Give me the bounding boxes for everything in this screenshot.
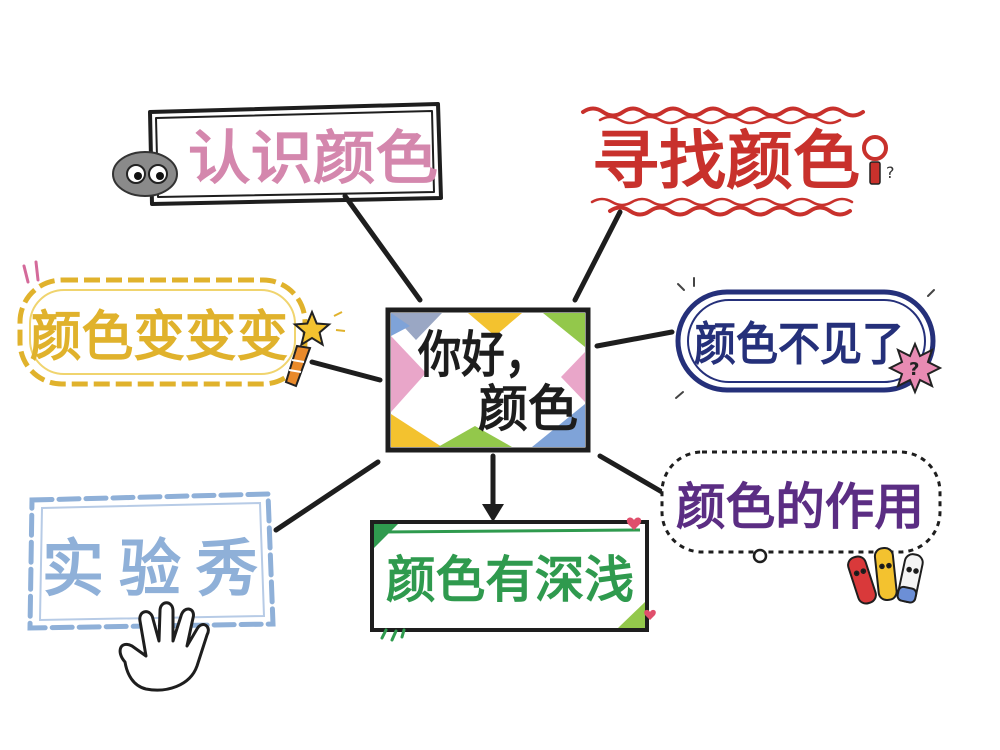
branch-change-label: 颜色变变变 bbox=[30, 305, 288, 368]
branch-change-cloud-inner bbox=[29, 289, 296, 375]
center-node: 你好， 颜色 bbox=[385, 307, 591, 453]
branch-disappear-oval-inner bbox=[687, 299, 926, 383]
wave-top-inner bbox=[598, 115, 842, 125]
wave-top-outer bbox=[581, 106, 865, 118]
arrow-head-shade bbox=[482, 504, 504, 522]
exclaim-marks bbox=[22, 260, 40, 284]
magnifier-question-mark: ? bbox=[886, 163, 895, 182]
connector-use bbox=[597, 453, 665, 495]
connector-recognize bbox=[342, 193, 423, 303]
branch-change: 颜色变变变 bbox=[17, 260, 346, 388]
center-triangle-green-bottom bbox=[438, 426, 512, 447]
branch-experiment-frame bbox=[27, 491, 276, 631]
center-triangle-green-top bbox=[543, 313, 585, 347]
branch-shade-corner-bottom-right bbox=[618, 602, 645, 628]
connector-experiment bbox=[273, 459, 381, 533]
branch-use-label: 颜色的作用 bbox=[676, 478, 924, 536]
magic-wand-icon bbox=[284, 309, 346, 388]
connector-disappear bbox=[594, 329, 675, 349]
center-triangle-blue-bottom bbox=[532, 404, 585, 447]
center-triangle-yellow-bottom bbox=[391, 414, 442, 447]
hand-icon bbox=[118, 601, 210, 692]
grass-marks bbox=[380, 628, 406, 642]
connector-find bbox=[572, 209, 623, 303]
branch-recognize-label: 认识颜色 bbox=[188, 124, 438, 192]
heart-icon bbox=[626, 517, 656, 620]
center-title-line1: 你好， bbox=[417, 326, 548, 384]
burst-question-mark: ? bbox=[909, 359, 919, 380]
branch-use-bubble bbox=[660, 450, 942, 554]
branch-recognize: 认识颜色 bbox=[112, 102, 443, 206]
branch-experiment-label: 实验秀 bbox=[42, 532, 258, 605]
branch-disappear-label: 颜色不见了 bbox=[694, 317, 904, 371]
eyes-icon bbox=[112, 151, 178, 197]
wave-bottom-inner bbox=[590, 197, 854, 207]
center-triangle-pink-left bbox=[391, 336, 426, 412]
branch-shade-box bbox=[370, 520, 649, 632]
connector-change bbox=[309, 359, 383, 383]
sparkles bbox=[675, 277, 935, 399]
branch-experiment-frame-inner bbox=[38, 501, 266, 622]
branch-find-waves bbox=[581, 106, 865, 217]
branch-use: 颜色的作用 bbox=[660, 450, 942, 605]
branch-shade-corner-top-left bbox=[374, 524, 398, 548]
center-box bbox=[385, 307, 591, 453]
connectors bbox=[273, 193, 675, 533]
center-triangle-pink-right bbox=[561, 352, 585, 402]
center-title-line2: 颜色 bbox=[478, 380, 578, 438]
branch-shade-label: 颜色有深浅 bbox=[386, 551, 634, 609]
branch-shade: 颜色有深浅 bbox=[370, 517, 656, 642]
magnifier-icon bbox=[862, 135, 888, 185]
branch-disappear: 颜色不见了 ? bbox=[675, 277, 943, 399]
center-triangle-blue-corner bbox=[391, 313, 410, 336]
wave-bottom-outer bbox=[608, 205, 852, 217]
branch-find-label: 寻找颜色 bbox=[592, 125, 860, 199]
branch-experiment: 实验秀 bbox=[27, 491, 276, 692]
branch-disappear-oval bbox=[675, 289, 936, 393]
question-burst-icon: ? bbox=[887, 341, 943, 395]
center-triangle-slate bbox=[391, 313, 442, 340]
center-triangle-yellow-top bbox=[468, 313, 522, 336]
branch-use-bubble-tail bbox=[752, 548, 768, 564]
crayons-icon bbox=[847, 547, 924, 605]
branch-find: 寻找颜色 ? bbox=[581, 106, 895, 217]
branch-shade-top-stripe bbox=[379, 528, 641, 534]
